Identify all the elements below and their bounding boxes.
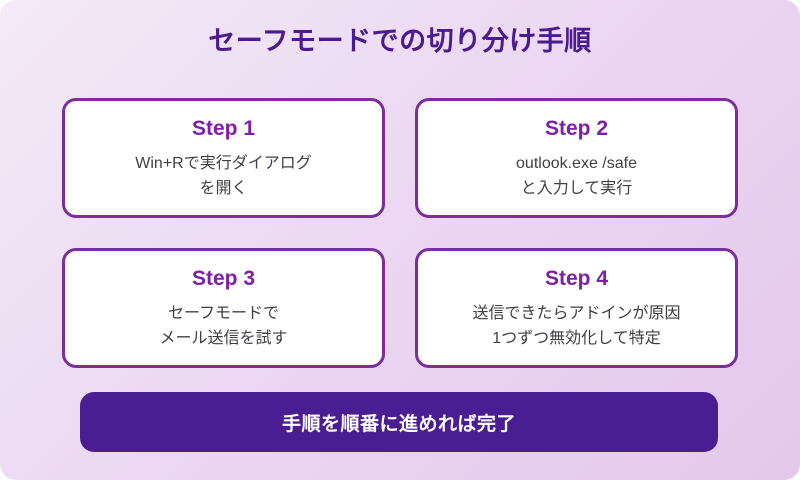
step-body-line: セーフモードで (167, 305, 280, 322)
step-body-line: 1つずつ無効化して特定 (492, 330, 661, 347)
step-card-4: Step 4 送信できたらアドインが原因 1つずつ無効化して特定 (415, 248, 738, 368)
steps-grid: Step 1 Win+Rで実行ダイアログ を開く Step 2 outlook.… (62, 98, 738, 368)
step-label: Step 2 (544, 117, 609, 140)
completion-banner: 手順を順番に進めれば完了 (80, 392, 718, 452)
step-card-2: Step 2 outlook.exe /safe と入力して実行 (415, 98, 738, 218)
step-body-line: outlook.exe /safe (516, 155, 637, 172)
step-label: Step 4 (544, 267, 609, 290)
step-card-3: Step 3 セーフモードで メール送信を試す (62, 248, 385, 368)
page-title: セーフモードでの切り分け手順 (208, 26, 592, 56)
step-label: Step 1 (191, 117, 256, 140)
step-label: Step 3 (191, 267, 256, 290)
step-body-line: 送信できたらアドインが原因 (472, 305, 681, 322)
step-body: 送信できたらアドインが原因 1つずつ無効化して特定 (418, 301, 735, 351)
completion-banner-label: 手順を順番に進めれば完了 (281, 413, 516, 435)
step-body-line: メール送信を試す (159, 330, 288, 347)
step-body: Win+Rで実行ダイアログ を開く (65, 151, 382, 201)
step-body: セーフモードで メール送信を試す (65, 301, 382, 351)
step-card-1: Step 1 Win+Rで実行ダイアログ を開く (62, 98, 385, 218)
step-body: outlook.exe /safe と入力して実行 (418, 151, 735, 201)
step-body-line: Win+Rで実行ダイアログ (135, 155, 312, 172)
step-body-line: を開く (199, 180, 248, 197)
step-body-line: と入力して実行 (520, 180, 633, 197)
